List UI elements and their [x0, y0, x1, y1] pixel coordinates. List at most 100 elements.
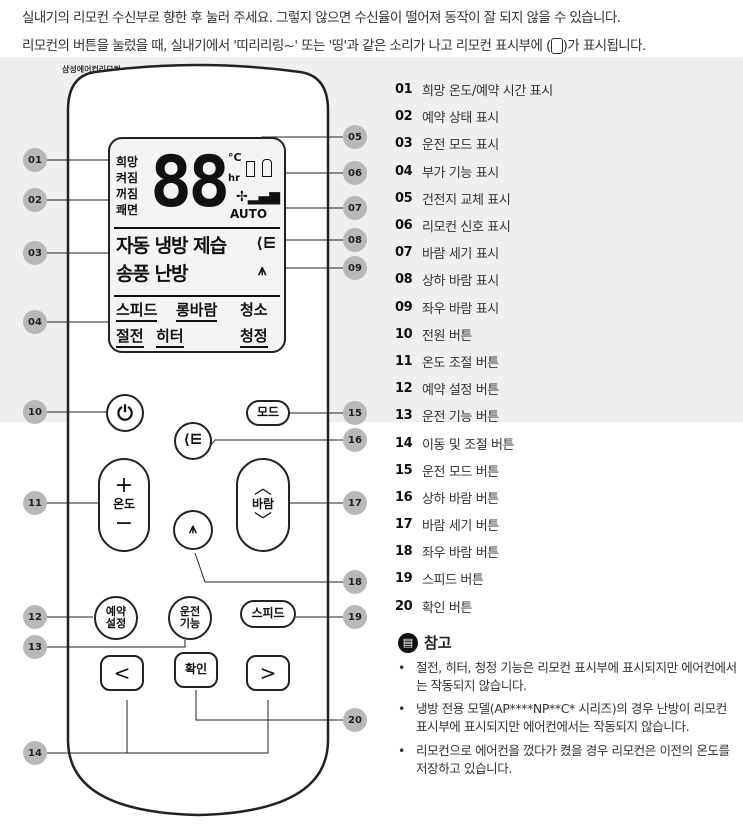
- left-button[interactable]: <: [100, 655, 144, 691]
- lcd-mode-row2: 송풍 난방: [116, 263, 189, 285]
- callout-12: 12: [23, 605, 47, 629]
- callout-04: 04: [23, 310, 47, 334]
- legend-text: 희망 온도/예약 시간 표시: [422, 84, 553, 100]
- legend-number: 10: [395, 326, 413, 342]
- legend-text: 부가 기능 표시: [422, 165, 499, 181]
- updown-swing-icon: ⟨⋿: [256, 234, 277, 252]
- temperature-button[interactable]: + 온도 −: [98, 458, 150, 552]
- callout-10: 10: [23, 400, 47, 424]
- legend-number: 04: [395, 163, 413, 179]
- function-button[interactable]: 운전 기능: [168, 596, 212, 640]
- ok-button[interactable]: 확인: [174, 652, 218, 688]
- leftright-swing-button[interactable]: ⩚: [173, 510, 213, 550]
- callout-14: 14: [23, 741, 47, 765]
- power-icon: ⏻: [117, 401, 133, 425]
- legend-number: 07: [395, 245, 413, 261]
- legend-number: 19: [395, 571, 413, 587]
- lcd-mode-row1: 자동 냉방 제습: [116, 235, 227, 257]
- lcd-purify: 청정: [240, 325, 268, 348]
- mode-button[interactable]: 모드: [246, 400, 290, 426]
- note-heading: ▤참고: [398, 632, 738, 653]
- speed-button[interactable]: 스피드: [240, 600, 296, 628]
- callout-15: 15: [343, 401, 367, 425]
- callout-01: 01: [23, 148, 47, 172]
- legend-text: 리모컨 신호 표시: [422, 220, 511, 236]
- power-button[interactable]: ⏻: [106, 394, 144, 432]
- callout-13: 13: [23, 635, 47, 659]
- lcd-longwind: 롱바람: [176, 299, 218, 322]
- legend-text: 예약 상태 표시: [422, 111, 499, 127]
- temp-up-button[interactable]: +: [114, 473, 134, 499]
- intro-text: )가 표시됩니다.: [562, 38, 647, 54]
- note-box: ▤참고 •절전, 히터, 청정 기능은 리모컨 표시부에 표시되지만 에어컨에서…: [398, 632, 738, 783]
- legend-item: 14 이동 및 조절 버튼: [395, 429, 553, 456]
- legend-number: 03: [395, 136, 413, 152]
- temp-down-button[interactable]: −: [114, 510, 134, 536]
- temp-label: 온도: [112, 497, 136, 512]
- legend-text: 좌우 바람 버튼: [422, 546, 499, 562]
- updown-swing-button[interactable]: ⟨⋿: [174, 422, 212, 460]
- callout-03: 03: [23, 241, 47, 265]
- chevron-up-icon[interactable]: ︿: [254, 477, 272, 499]
- reserve-button[interactable]: 예약 설정: [94, 596, 138, 640]
- intro-line-2: 리모컨의 버튼을 눌렀을 때, 실내기에서 '띠리리링~' 또는 '띵'과 같은…: [22, 34, 646, 54]
- legend-number: 14: [395, 435, 413, 451]
- legend-text: 건전지 교체 표시: [422, 192, 511, 208]
- lcd-hr: hr: [228, 173, 241, 184]
- diagram-caption: 삼성에어컨리모컨: [62, 65, 121, 74]
- legend-number: 18: [395, 544, 413, 560]
- remote-signal-icon: [550, 38, 563, 54]
- legend-text: 상하 바람 표시: [422, 274, 499, 290]
- lcd-off: 꺼짐: [116, 187, 139, 201]
- note-title: 참고: [424, 634, 452, 652]
- wind-button[interactable]: ︿ 바람 ﹀: [236, 458, 290, 552]
- leftright-swing-icon: ⩚: [189, 521, 197, 538]
- chevron-down-icon[interactable]: ﹀: [254, 510, 272, 532]
- legend-number: 17: [395, 517, 413, 533]
- wind-label: 바람: [251, 497, 275, 512]
- lcd-auto: AUTO: [230, 207, 268, 221]
- note-item: •냉방 전용 모델(AP****NP**C* 시리즈)의 경우 난방이 리모컨 …: [398, 700, 738, 736]
- legend-text: 운전 기능 버튼: [422, 410, 499, 426]
- callout-18: 18: [343, 570, 367, 594]
- legend-number: 16: [395, 489, 413, 505]
- callout-05: 05: [343, 125, 367, 149]
- callout-06: 06: [343, 161, 367, 185]
- callout-19: 19: [343, 605, 367, 629]
- right-button[interactable]: >: [246, 655, 290, 691]
- legend-number: 08: [395, 272, 413, 288]
- legend-item: 04 부가 기능 표시: [395, 158, 553, 185]
- legend-text: 좌우 바람 표시: [422, 301, 499, 317]
- legend-text: 예약 설정 버튼: [422, 383, 499, 399]
- lcd-hope: 희망: [116, 155, 139, 169]
- signal-icon: [262, 159, 272, 177]
- lcd-display: 희망 켜짐 꺼짐 쾌면 88 °C hr ✢▂▄▆ AUTO 자동 냉방 제습 …: [108, 137, 286, 353]
- callout-11: 11: [23, 491, 47, 515]
- callout-16: 16: [343, 428, 367, 452]
- callout-17: 17: [343, 491, 367, 515]
- battery-icon: [246, 161, 255, 177]
- legend-text: 이동 및 조절 버튼: [422, 437, 515, 453]
- updown-swing-icon: ⟨⋿: [183, 432, 203, 449]
- intro-line-1: 실내기의 리모컨 수신부로 향한 후 눌러 주세요. 그렇지 않으면 수신율이 …: [22, 10, 621, 26]
- legend-text: 온도 조절 버튼: [422, 355, 499, 371]
- lcd-clean: 청소: [240, 301, 268, 319]
- note-text: 냉방 전용 모델(AP****NP**C* 시리즈)의 경우 난방이 리모컨 표…: [416, 701, 727, 735]
- intro-text: 리모컨의 버튼을 눌렀을 때, 실내기에서 '띠리리링~' 또는 '띵'과 같은…: [22, 38, 551, 54]
- callout-02: 02: [23, 188, 47, 212]
- lcd-heater: 히터: [156, 325, 184, 348]
